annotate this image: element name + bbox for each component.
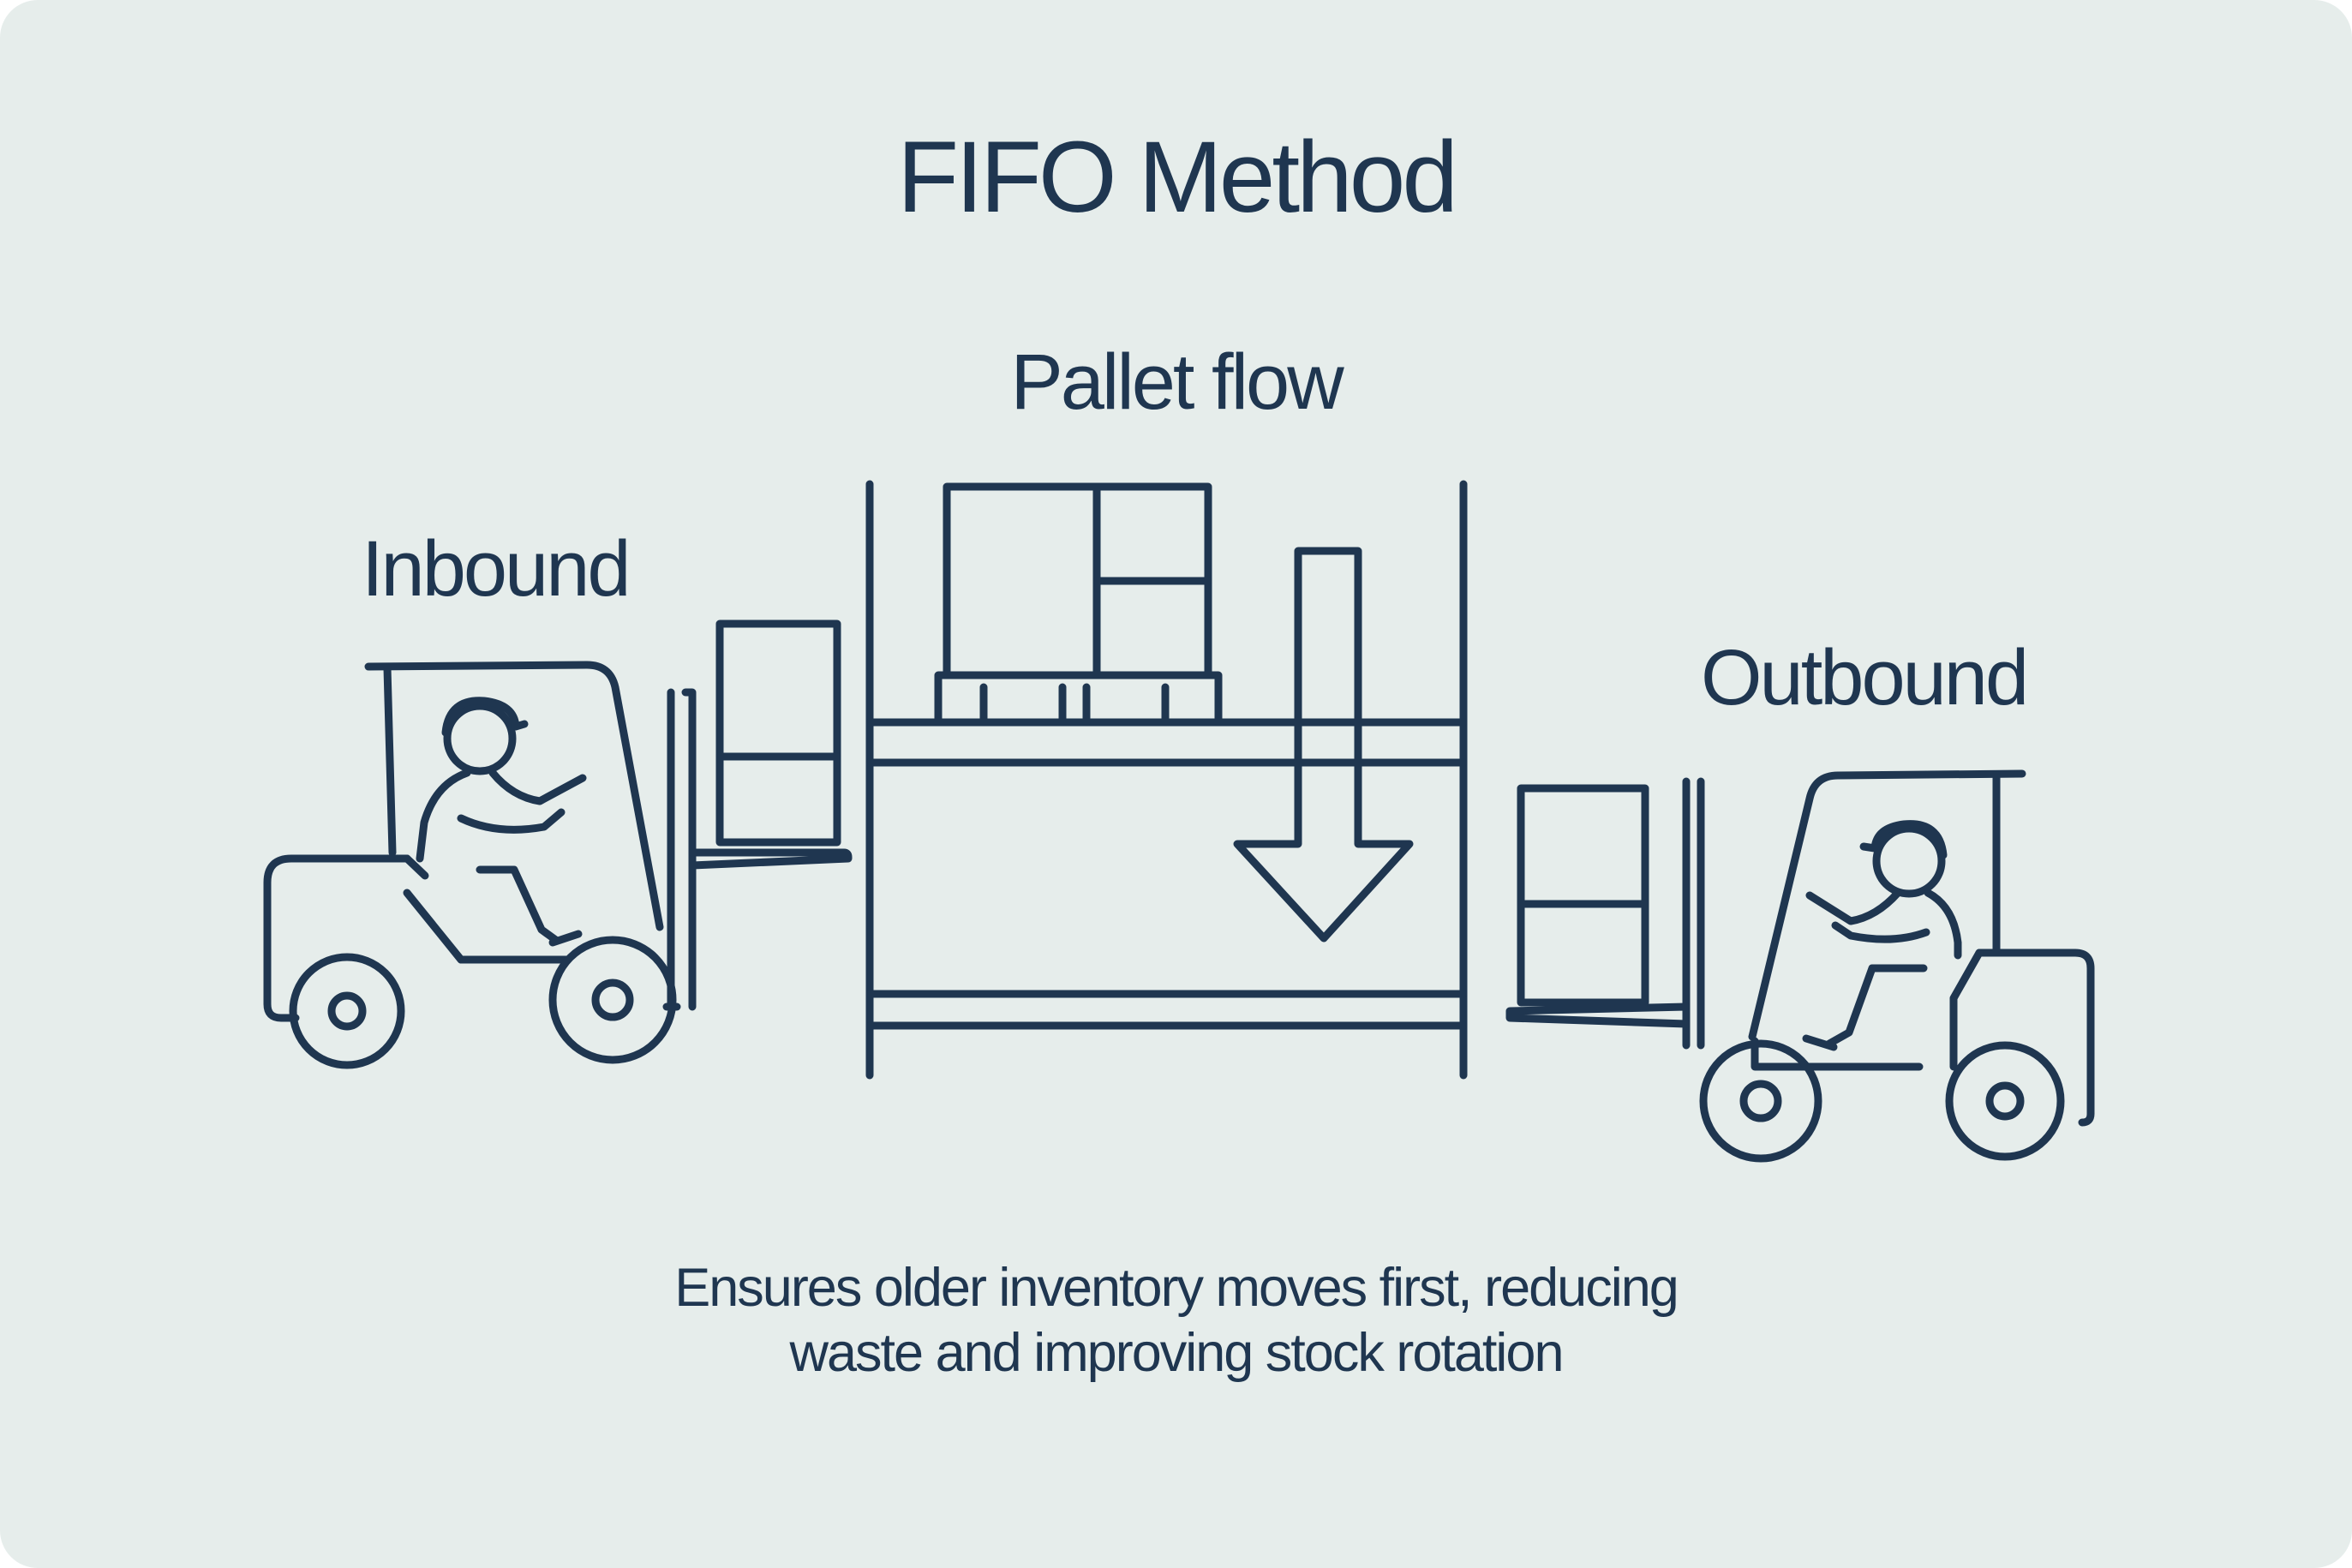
inbound-body-rear: [263, 854, 411, 1022]
outbound-label: Outbound: [1701, 634, 2029, 721]
inbound-box-top: [715, 619, 841, 761]
outbound-body-rear: [1975, 949, 2095, 1127]
inbound-forklift-icon: [263, 619, 853, 1069]
outbound-box-top: [1517, 784, 1649, 908]
inbound-guard: [364, 661, 664, 931]
outbound-worker-back: [1924, 889, 1962, 960]
outbound-worker-leg: [1825, 964, 1928, 1048]
outbound-worker-arm: [1805, 889, 1902, 925]
inbound-mast: [667, 688, 697, 1011]
outbound-worker-forearm: [1831, 921, 1930, 943]
inbound-box-bottom: [715, 752, 841, 847]
inbound-guard-post: [383, 664, 397, 857]
inbound-worker-head: [443, 702, 517, 775]
outbound-worker-head: [1872, 824, 1946, 898]
outbound-forks: [1505, 1002, 1691, 1028]
inbound-worker-foot: [548, 930, 583, 947]
outbound-worker-cap: [1859, 820, 1948, 859]
outbound-front-wheel: [1945, 1041, 2065, 1161]
inbound-body-top: [403, 854, 429, 880]
caption-line-1: Ensures older inventory moves first, red…: [674, 1258, 1679, 1318]
inbound-worker-back: [416, 769, 471, 863]
outbound-rear-wheel: [1699, 1039, 1822, 1163]
outbound-mast: [1682, 777, 1705, 1050]
inbound-worker-cap: [441, 697, 529, 737]
inbound-label: Inbound: [362, 525, 631, 613]
pallet-flow-label: Pallet flow: [1010, 338, 1344, 426]
pallet-rack-icon: [865, 480, 1468, 1080]
pallet-base: [934, 671, 1223, 727]
outbound-body-base: [1751, 1037, 1924, 1071]
down-arrow-icon: [1233, 547, 1414, 943]
caption-line-2: waste and improving stock rotation: [789, 1323, 1565, 1383]
inbound-worker-arm: [488, 769, 587, 805]
inbound-body-seat: [403, 889, 572, 964]
outbound-worker-icon: [1802, 820, 1962, 1051]
inbound-worker-forearm: [457, 808, 566, 834]
inbound-worker-leg: [476, 865, 561, 945]
outbound-box-bottom: [1517, 900, 1649, 1007]
outbound-guard: [1748, 769, 2026, 1041]
pallet-load: [934, 482, 1223, 727]
inbound-rear-wheel: [289, 953, 405, 1069]
inbound-worker-icon: [416, 697, 587, 947]
inbound-front-wheel: [548, 936, 677, 1064]
inbound-forks: [688, 848, 853, 870]
outbound-worker-foot: [1802, 1034, 1838, 1051]
caption: Ensures older inventory moves first, red…: [0, 1255, 2352, 1385]
page-title: FIFO Method: [896, 121, 1458, 234]
outbound-forklift-icon: [1505, 769, 2095, 1163]
outbound-body-seat: [1949, 949, 1984, 1071]
